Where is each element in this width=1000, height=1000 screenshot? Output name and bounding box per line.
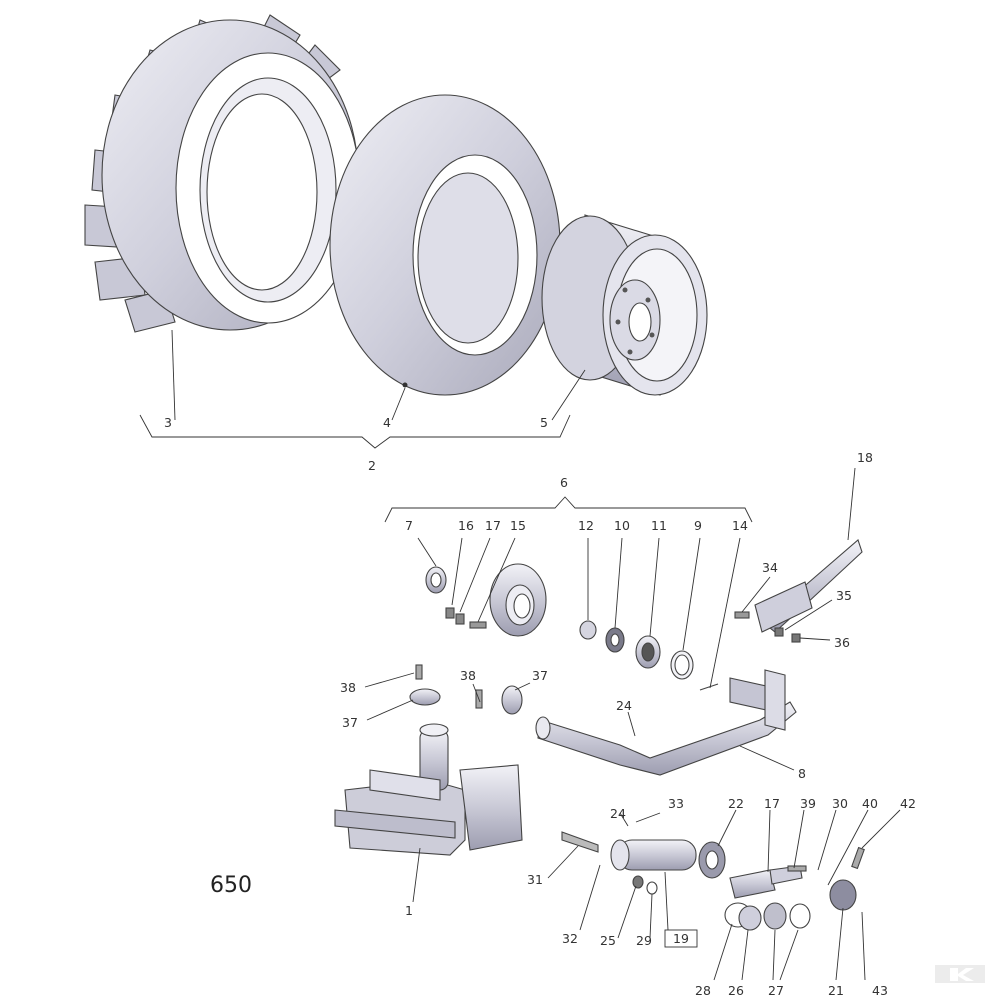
callout-29: 29 <box>636 933 652 948</box>
leader-lines <box>139 329 901 981</box>
callout-5: 5 <box>540 415 548 430</box>
lower-shaft-parts <box>561 831 865 931</box>
callout-34: 34 <box>762 560 778 575</box>
axle-part-8 <box>535 669 797 776</box>
callout-1: 1 <box>405 903 413 918</box>
callout-7: 7 <box>405 518 413 533</box>
caps-part-37-38 <box>409 664 523 715</box>
callout-40: 40 <box>862 796 878 811</box>
inner-tube-part-4 <box>329 94 561 396</box>
callout-38-left: 38 <box>340 680 356 695</box>
wheel-rim-part-5 <box>541 214 708 396</box>
callout-6: 6 <box>560 475 568 490</box>
callout-22: 22 <box>728 796 744 811</box>
hub-parts <box>425 563 719 691</box>
callout-43: 43 <box>872 983 888 998</box>
callout-9: 9 <box>694 518 702 533</box>
callout-14: 14 <box>732 518 748 533</box>
callout-37-right: 37 <box>532 668 548 683</box>
callout-26: 26 <box>728 983 744 998</box>
callout-12: 12 <box>578 518 594 533</box>
callout-17-upper: 17 <box>485 518 501 533</box>
tire-part-3 <box>84 14 361 333</box>
callout-35: 35 <box>836 588 852 603</box>
callout-labels: 3 4 5 2 6 18 7 16 17 15 12 10 11 9 14 34… <box>164 415 916 998</box>
callout-36: 36 <box>834 635 850 650</box>
brand-logo-icon <box>935 965 985 983</box>
callout-17-lower: 17 <box>764 796 780 811</box>
callout-18: 18 <box>857 450 873 465</box>
callout-31: 31 <box>527 872 543 887</box>
callout-28: 28 <box>695 983 711 998</box>
callout-32: 32 <box>562 931 578 946</box>
frame-part-1 <box>334 723 523 856</box>
callout-38-right: 38 <box>460 668 476 683</box>
callout-19: 19 <box>673 931 689 946</box>
callout-39: 39 <box>800 796 816 811</box>
callout-24-upper: 24 <box>616 698 632 713</box>
drawing-number: 650 <box>210 873 252 898</box>
callout-21: 21 <box>828 983 844 998</box>
callout-25: 25 <box>600 933 616 948</box>
callout-30: 30 <box>832 796 848 811</box>
callout-11: 11 <box>651 518 667 533</box>
callout-42: 42 <box>900 796 916 811</box>
callout-10: 10 <box>614 518 630 533</box>
callout-2: 2 <box>368 458 376 473</box>
callout-4: 4 <box>383 415 391 430</box>
callout-15: 15 <box>510 518 526 533</box>
callout-8: 8 <box>798 766 806 781</box>
callout-3: 3 <box>164 415 172 430</box>
bracket-part-18 <box>734 539 863 643</box>
callout-37-left: 37 <box>342 715 358 730</box>
callout-27: 27 <box>768 983 784 998</box>
callout-16: 16 <box>458 518 474 533</box>
callout-33: 33 <box>668 796 684 811</box>
callout-24-lower: 24 <box>610 806 626 821</box>
